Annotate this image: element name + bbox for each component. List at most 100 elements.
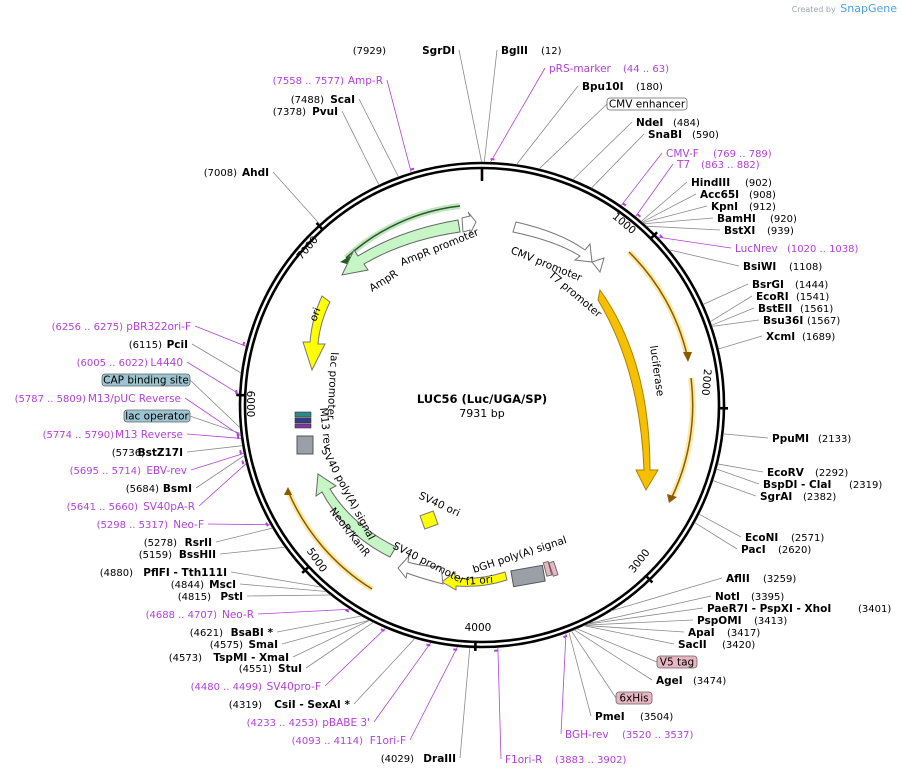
site-hindiii[interactable]: HindIII <box>691 177 730 189</box>
primer-amp-r[interactable]: Amp-R <box>348 75 383 87</box>
site-psti[interactable]: PstI <box>220 591 243 603</box>
primer-leader <box>620 152 663 206</box>
site-bsabi[interactable]: BsaBI * <box>231 627 274 639</box>
site-snabi[interactable]: SnaBI <box>648 129 682 141</box>
site-msci[interactable]: MscI <box>209 579 236 591</box>
site-bsrgi[interactable]: BsrGI <box>752 279 784 291</box>
primer-t7[interactable]: T7 <box>676 159 690 171</box>
primer-bgh-rev[interactable]: BGH-rev <box>565 729 609 741</box>
site-paci[interactable]: PacI <box>741 544 766 556</box>
primer-leader <box>373 642 432 723</box>
site-coord: (902) <box>745 178 772 189</box>
site-leader <box>591 133 645 189</box>
site-pcii[interactable]: PciI <box>167 339 188 351</box>
site-ppumi[interactable]: PpuMI <box>772 433 809 445</box>
site-leader <box>358 98 399 177</box>
site-econi[interactable]: EcoNI <box>745 532 778 544</box>
site-coord: (1567) <box>807 316 840 327</box>
primer-f1ori-r[interactable]: F1ori-R <box>505 754 542 766</box>
site-scai[interactable]: ScaI <box>330 94 355 106</box>
site-leader <box>239 583 327 592</box>
site-leader <box>587 607 704 625</box>
feature-leader <box>189 379 241 429</box>
site-coord: (1444) <box>795 280 828 291</box>
site-sgrdi[interactable]: SgrDI <box>422 45 455 57</box>
site-sacii[interactable]: SacII <box>678 639 707 651</box>
primer-l4440[interactable]: L4440 <box>150 357 183 369</box>
site-smai[interactable]: SmaI <box>249 639 279 651</box>
site-leader <box>281 619 370 645</box>
site-pspomi[interactable]: PspOMI <box>697 615 742 627</box>
site-sgrai[interactable]: SgrAI <box>760 491 792 503</box>
primer-m13-reverse[interactable]: M13 Reverse <box>115 429 183 441</box>
site-bstz17i[interactable]: BstZ17I <box>138 447 183 459</box>
primer-pbr322ori-f[interactable]: pBR322ori-F <box>126 321 191 333</box>
site-xcmi[interactable]: XcmI <box>766 331 795 343</box>
tick-mark <box>301 565 311 574</box>
site-acc65i[interactable]: Acc65I <box>700 189 739 201</box>
feature-label-v5-tag[interactable]: V5 tag <box>660 657 694 669</box>
site-apai[interactable]: ApaI <box>688 627 715 639</box>
site-coord: (7378) <box>273 107 306 118</box>
site-noti[interactable]: NotI <box>715 591 740 603</box>
primer-sv40pro-f[interactable]: SV40pro-F <box>267 681 321 693</box>
primer-m13-puc-reverse[interactable]: M13/pUC Reverse <box>88 393 181 405</box>
site-tspmi-xmai[interactable]: TspMI - XmaI <box>213 652 289 664</box>
feature-label-lac-operator[interactable]: lac operator <box>125 411 189 423</box>
site-ndei[interactable]: NdeI <box>636 117 663 129</box>
cap-binding-site-box <box>294 411 312 418</box>
site-bglii[interactable]: BglII <box>501 45 528 57</box>
site-bsshii[interactable]: BssHII <box>179 549 216 561</box>
site-bsteii[interactable]: BstEII <box>758 303 792 315</box>
feature-label-cmv-enhancer[interactable]: CMV enhancer <box>609 99 686 111</box>
site-coord: (1108) <box>789 262 822 273</box>
site-pvui[interactable]: PvuI <box>312 106 338 118</box>
site-pmei[interactable]: PmeI <box>595 711 625 723</box>
f1-ori-label: f1 ori <box>465 574 493 588</box>
site-leader <box>643 217 714 225</box>
site-leader <box>646 225 721 231</box>
site-csii-sexai[interactable]: CsiI - SexAI * <box>274 699 350 711</box>
site-ecorv[interactable]: EcoRV <box>767 467 805 479</box>
primer-pbabe-3[interactable]: pBABE 3' <box>322 717 370 729</box>
site-draiii[interactable]: DraIII <box>423 753 456 765</box>
primer-sv40pa-r[interactable]: SV40pA-R <box>143 501 195 513</box>
orf-arc-2 <box>671 377 694 498</box>
site-leader <box>640 181 688 222</box>
site-bpu10i[interactable]: Bpu10I <box>582 81 624 93</box>
feature-label-cap-binding-site[interactable]: CAP binding site <box>103 375 189 387</box>
site-bsu36i[interactable]: Bsu36I <box>763 315 803 327</box>
site-leader <box>723 433 769 439</box>
primer-neo-f[interactable]: Neo-F <box>173 519 204 531</box>
site-paer7i-pspxi-xhoi[interactable]: PaeR7I - PspXI - XhoI <box>707 603 831 615</box>
site-bspdi-clai[interactable]: BspDI - ClaI <box>763 479 831 491</box>
primer-lucnrev[interactable]: LucNrev <box>735 243 778 255</box>
site-bsiwi[interactable]: BsiWI <box>743 261 776 273</box>
label-layer: SgrDI(7929)BglII(12)Bpu10I(180)NdeI(484)… <box>15 45 892 766</box>
primer-cmv-f[interactable]: CMV-F <box>666 148 699 160</box>
sv40-ori-box <box>419 510 439 530</box>
primer-prs-marker[interactable]: pRS-marker <box>549 63 612 75</box>
primer-coord: (1020 .. 1038) <box>787 244 859 255</box>
primer-ebv-rev[interactable]: EBV-rev <box>146 465 187 477</box>
site-ecori[interactable]: EcoRI <box>756 291 789 303</box>
site-kpni[interactable]: KpnI <box>711 201 738 213</box>
feature-label-6xhis[interactable]: 6xHis <box>619 693 648 705</box>
site-ahdi[interactable]: AhdI <box>242 167 269 179</box>
primer-f1ori-f[interactable]: F1ori-F <box>370 735 406 747</box>
primer-coord: (5695 .. 5714) <box>70 466 142 477</box>
tick-label: 2000 <box>699 368 713 396</box>
site-agei[interactable]: AgeI <box>656 675 683 687</box>
tick-mark <box>315 222 325 232</box>
site-aflii[interactable]: AflII <box>726 573 750 585</box>
site-pflfi-tth111i[interactable]: PflFI - Tth111I <box>143 567 227 579</box>
site-bstxi[interactable]: BstXI <box>724 225 755 237</box>
primer-neo-r[interactable]: Neo-R <box>222 609 254 621</box>
site-rsrii[interactable]: RsrII <box>185 537 212 549</box>
site-bamhi[interactable]: BamHI <box>717 213 756 225</box>
primer-mark <box>622 202 627 207</box>
site-stui[interactable]: StuI <box>278 663 302 675</box>
site-coord: (5684) <box>126 484 159 495</box>
feature-leader <box>189 415 241 434</box>
site-bsmi[interactable]: BsmI <box>163 483 192 495</box>
